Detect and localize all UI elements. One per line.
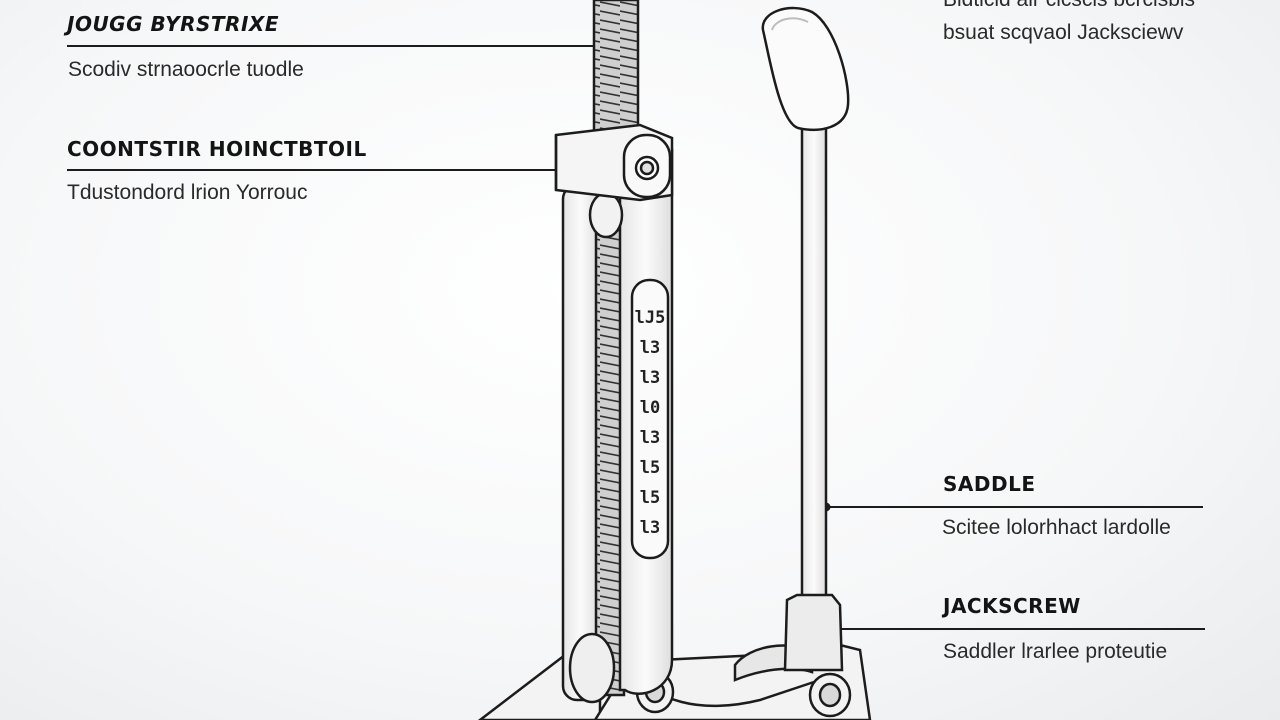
scale-mark: l3	[639, 338, 661, 358]
callout-mid-left-title: COONTSTIR HOINCTBTOIL	[67, 137, 367, 161]
callout-jackscrew-description: Saddler lrarlee proteutie	[943, 640, 1168, 663]
callout-top-right: Bidticid air cicscis bcrcisbis	[943, 0, 1195, 12]
callout-top-left-title: JOUGG BYRSTRIXE	[67, 12, 279, 36]
callout-top-right-desc: bsuat scqvaol Jacksciewv	[943, 21, 1183, 45]
callout-jackscrew-desc: Saddler lrarlee proteutie	[943, 640, 1167, 664]
clamp-collar	[554, 123, 674, 202]
callout-top-right-description: bsuat scqvaol Jacksciewv	[943, 21, 1184, 44]
jackscrew-thread	[592, 0, 640, 142]
main-column	[561, 148, 674, 704]
height-scale	[630, 278, 670, 560]
callout-jackscrew-title: JACKSCREW	[943, 594, 1081, 618]
callout-jackscrew: JACKSCREW	[943, 594, 1081, 618]
scale-mark: l3	[639, 518, 661, 538]
scale-mark: lJ5	[634, 308, 666, 328]
callout-mid-left: COONTSTIR HOINCTBTOIL	[67, 137, 367, 161]
scale-mark: l5	[639, 458, 661, 478]
scale-mark: l5	[639, 488, 661, 508]
callout-saddle-desc: Scitee lolorhhact lardolle	[942, 516, 1171, 540]
callout-mid-left-description: Tdustondord lrion Yorrouc	[67, 181, 308, 204]
callout-saddle-description: Scitee lolorhhact lardolle	[942, 516, 1171, 539]
scale-mark: l3	[639, 428, 661, 448]
callout-saddle-title: SADDLE	[943, 472, 1036, 496]
scale-mark: l3	[639, 368, 661, 388]
scale-mark: l0	[639, 398, 661, 418]
callout-top-left: JOUGG BYRSTRIXE	[67, 12, 279, 36]
callout-mid-left-desc: Tdustondord lrion Yorrouc	[67, 181, 308, 205]
callout-saddle: SADDLE	[943, 472, 1036, 496]
callout-top-left-description: Scodiv strnaoocrle tuodle	[68, 58, 304, 81]
callout-top-right-desc-top: Bidticid air cicscis bcrcisbis	[943, 0, 1195, 12]
saddle-arm	[761, 6, 850, 672]
callout-top-left-desc: Scodiv strnaoocrle tuodle	[68, 58, 304, 82]
column-bottom-joint	[568, 632, 616, 704]
